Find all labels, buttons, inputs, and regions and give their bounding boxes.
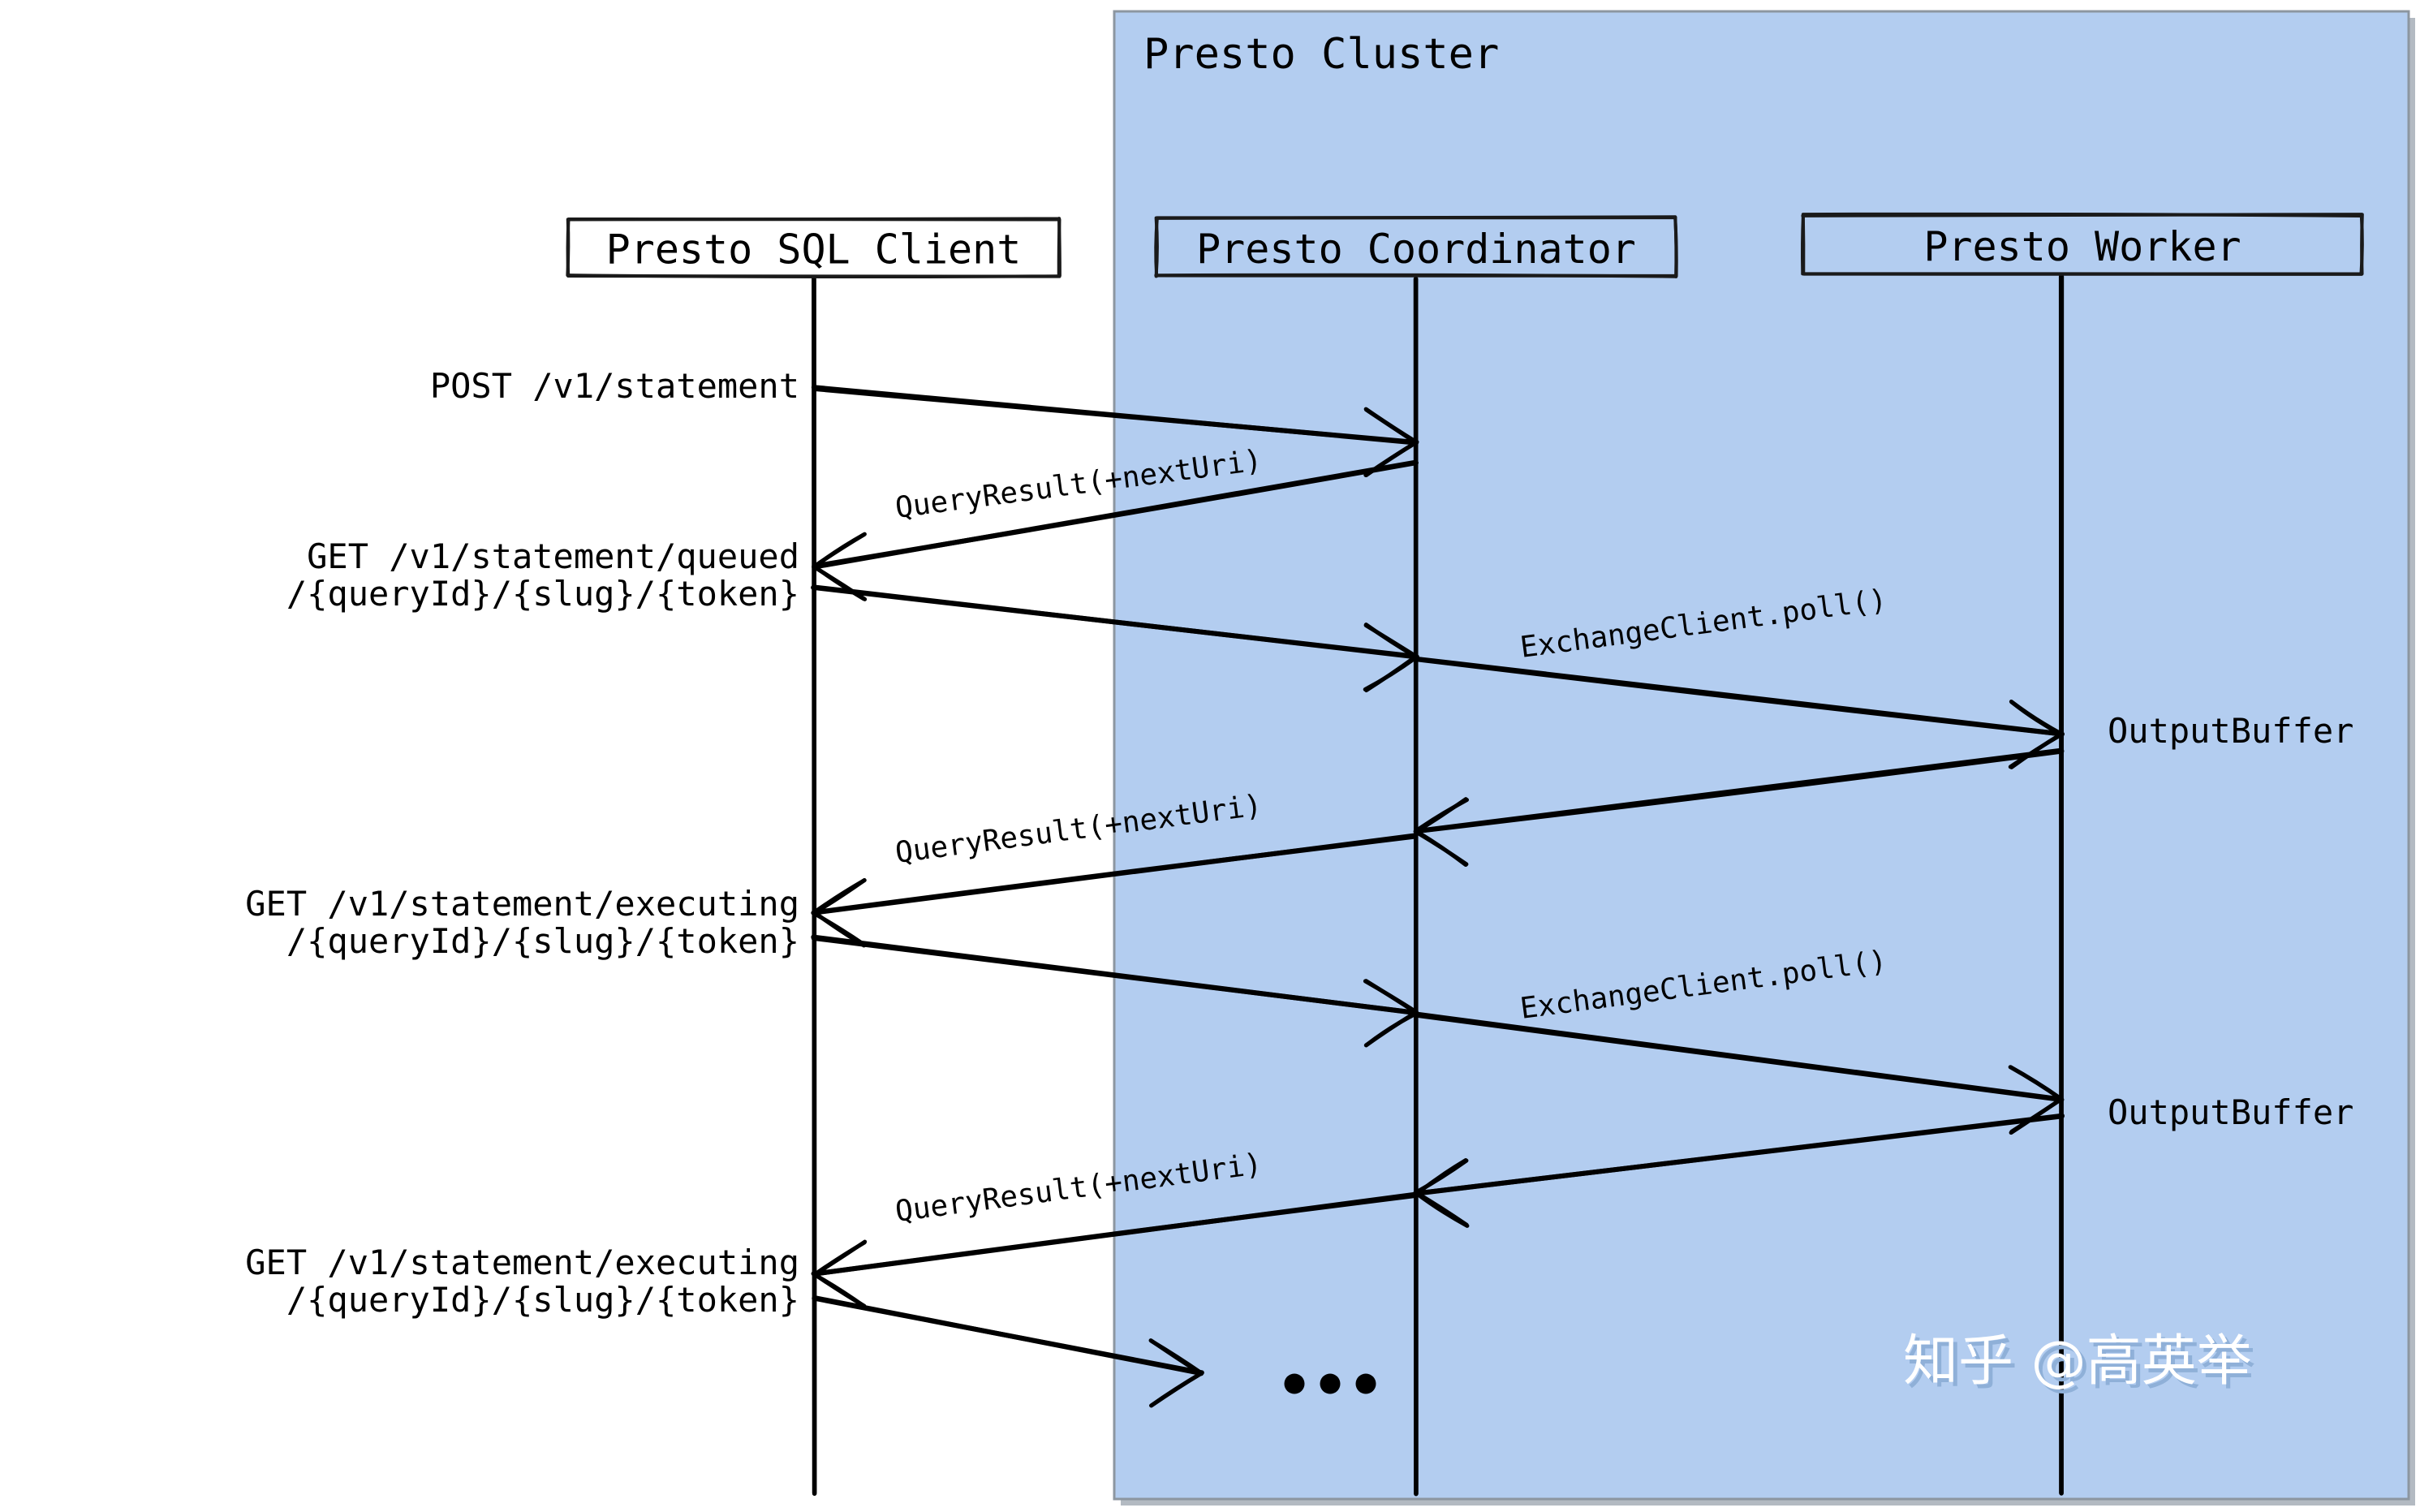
message-line-m1 [811, 385, 1419, 446]
watermark-shadow: 知乎 @高英举 [1907, 1333, 2256, 1398]
message-line-m9 [1413, 1113, 2065, 1196]
arrowhead-m7-barb-bottom [1363, 1010, 1419, 1048]
arrowhead-m2-barb-top [812, 532, 867, 570]
request-label-l2-line1: /{queryId}/{slug}/{token} [286, 574, 799, 614]
participant-box-client [566, 217, 1061, 279]
arrowhead-m1-barb-top [1363, 407, 1419, 445]
message-line-m7 [811, 934, 1419, 1016]
arrowhead-m5-barb-top [1413, 797, 1470, 834]
arrowhead-m6-barb-top [811, 878, 867, 915]
message-line-m4 [1413, 656, 2065, 737]
participant-label-client: Presto SQL Client [606, 226, 1022, 274]
arrowhead-m4-barb-top [2009, 699, 2065, 737]
message-line-m5 [1414, 747, 2065, 834]
arrowhead-m8-barb-bottom [2009, 1096, 2064, 1135]
arrowhead-m9-barb-bottom [1413, 1190, 1470, 1228]
arrowhead-m11-barb-top [1148, 1338, 1204, 1376]
request-label-l1-line0: POST /v1/statement [430, 366, 799, 406]
message-line-m8 [1413, 1011, 2065, 1103]
ellipsis-dots [1284, 1373, 1376, 1394]
request-label-l4-line1: /{queryId}/{slug}/{token} [286, 1280, 799, 1320]
participant-label-coordinator: Presto Coordinator [1196, 226, 1636, 273]
arrowhead-m9-barb-top [1414, 1158, 1469, 1196]
arrowhead-m11-barb-bottom [1149, 1371, 1204, 1408]
arrowhead-m5-barb-bottom [1413, 829, 1469, 868]
annotation-ob1: OutputBuffer [2108, 711, 2353, 751]
message-line-m3 [811, 584, 1419, 660]
arrowhead-m10-barb-bottom [811, 1271, 867, 1308]
participant-box-worker [1800, 212, 2364, 276]
arrowhead-m7-barb-top [1363, 979, 1419, 1015]
watermark: 知乎 @高英举 [1903, 1329, 2252, 1394]
arrowhead-m3-barb-top [1363, 622, 1419, 660]
cluster-title: Presto Cluster [1143, 30, 1499, 79]
arrowhead-m3-barb-bottom [1363, 654, 1419, 693]
message-line-m11 [812, 1295, 1204, 1376]
request-label-l3-line0: GET /v1/statement/executing [245, 884, 799, 924]
lifeline-client [811, 276, 817, 1497]
message-line-m10 [812, 1191, 1419, 1277]
participant-box-coordinator [1154, 215, 1678, 278]
message-line-m6 [811, 833, 1419, 915]
participant-label-worker: Presto Worker [1923, 223, 2241, 270]
request-label-l3-line1: /{queryId}/{slug}/{token} [286, 921, 799, 961]
arrowhead-m8-barb-top [2008, 1065, 2065, 1102]
request-label-l2-line0: GET /v1/statement/queued [307, 536, 799, 576]
arrowhead-m10-barb-top [812, 1239, 868, 1277]
arrowhead-m4-barb-bottom [2008, 731, 2064, 769]
arrowhead-m2-barb-bottom [812, 564, 868, 601]
annotation-ob2: OutputBuffer [2108, 1092, 2353, 1132]
message-line-m2 [812, 459, 1419, 570]
request-label-l4-line0: GET /v1/statement/executing [245, 1243, 799, 1282]
